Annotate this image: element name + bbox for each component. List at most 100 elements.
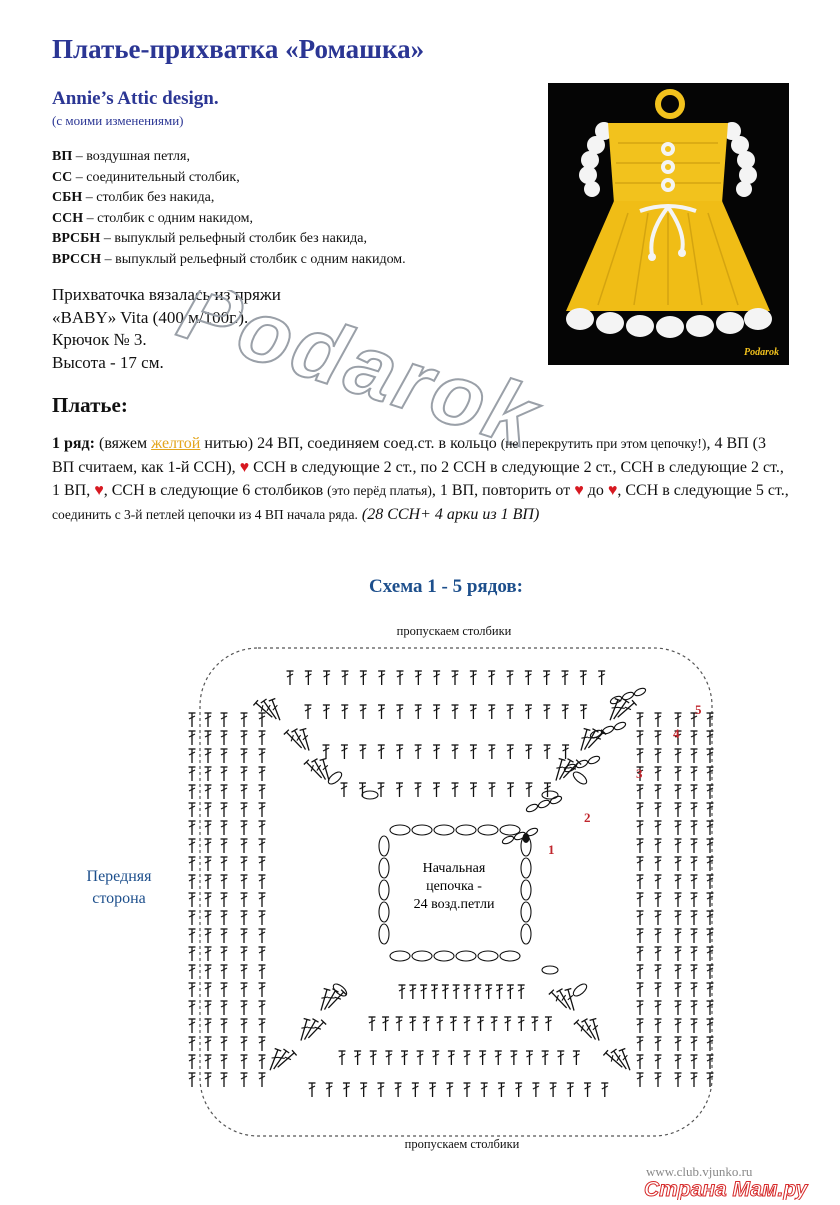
- stitch-symbol: [258, 856, 266, 871]
- chain-stitch: [477, 824, 499, 836]
- stitch-symbol: [544, 1016, 552, 1031]
- stitch-symbol: [451, 670, 459, 685]
- stitch-symbol: [543, 670, 551, 685]
- stitch-symbol: [654, 838, 662, 853]
- stitch-symbol: [258, 892, 266, 907]
- stitch-symbol: [451, 704, 459, 719]
- stitch-symbol: [490, 1016, 498, 1031]
- stitch-symbol: [654, 748, 662, 763]
- stitch-symbol: [690, 784, 698, 799]
- yellow-link[interactable]: желтой: [151, 435, 201, 452]
- stitch-symbol: [359, 670, 367, 685]
- stitch-symbol: [188, 784, 196, 799]
- stitch-symbol: [240, 910, 248, 925]
- stitch-symbol: [690, 874, 698, 889]
- stitch-symbol: [654, 910, 662, 925]
- row-text: , ССН в следующие 5 ст.,: [617, 482, 789, 499]
- stitch-symbol: [494, 1050, 502, 1065]
- stitch-symbol: [204, 964, 212, 979]
- stitch-symbol: [204, 892, 212, 907]
- stitch-symbol: [368, 1016, 376, 1031]
- stitch-symbol: [396, 782, 403, 797]
- stitch-symbol: [414, 782, 422, 797]
- stitch-symbol: [378, 704, 385, 719]
- yarn-line: Прихваточка вязалась из пряжи: [52, 285, 281, 304]
- heart-icon: ♥: [574, 482, 584, 499]
- stitch-symbol: [618, 1047, 631, 1071]
- stitch-symbol: [409, 1016, 417, 1031]
- row-text: до: [583, 482, 608, 499]
- stitch-symbol: [654, 712, 662, 727]
- stitch-symbol: [690, 910, 698, 925]
- stitch-symbol: [398, 984, 406, 999]
- stitch-symbol: [549, 1082, 557, 1097]
- stitch-symbol: [258, 1054, 266, 1069]
- stitch-symbol: [636, 964, 644, 979]
- stitch-symbol: [220, 874, 228, 889]
- heart-icon: ♥: [94, 482, 104, 499]
- stitch-symbol: [564, 987, 575, 1011]
- stitch-symbol: [258, 1000, 266, 1015]
- legend-abbr: СС: [52, 169, 73, 185]
- stitch-symbol: [258, 766, 266, 781]
- stitch-symbol: [354, 1050, 362, 1065]
- stitch-symbol: [325, 1082, 333, 1097]
- stitch-symbol: [674, 838, 682, 853]
- stitch-symbol: [543, 704, 551, 719]
- chain-stitch: [572, 983, 588, 997]
- stitch-symbol: [220, 892, 228, 907]
- stitch-symbol: [674, 748, 682, 763]
- stitch-symbol: [258, 820, 266, 835]
- stitch-symbol: [188, 874, 196, 889]
- stitch-symbol: [359, 744, 367, 759]
- stitch-symbol: [240, 748, 248, 763]
- stitch-symbol: [342, 1082, 350, 1097]
- stitch-symbol: [220, 784, 228, 799]
- stitch-symbol: [690, 802, 698, 817]
- stitch-symbol: [258, 874, 266, 889]
- stitch-symbol: [416, 1050, 424, 1065]
- stitch-symbol: [485, 984, 493, 999]
- stitch-symbol: [220, 820, 228, 835]
- row-text: , 1 ВП, повторить от: [431, 482, 575, 499]
- stitch-symbol: [359, 704, 367, 719]
- stitch-symbol: [377, 782, 385, 797]
- stitch-symbol: [601, 1082, 609, 1097]
- legend-text: – выпуклый рельефный столбик с одним нак…: [101, 251, 406, 267]
- stitch-symbol: [654, 784, 662, 799]
- stitch-symbol: [610, 1048, 627, 1070]
- stitch-symbol: [258, 946, 266, 961]
- stitch-symbol: [488, 782, 496, 797]
- row-number: 5: [695, 702, 702, 717]
- stitch-symbol: [690, 964, 698, 979]
- stitch-symbol: [204, 928, 212, 943]
- stitch-symbol: [706, 892, 714, 907]
- stitch-symbol: [320, 987, 331, 1011]
- stitch-symbol: [204, 1054, 212, 1069]
- stitch-symbol: [706, 820, 714, 835]
- stitch-symbol: [674, 730, 682, 745]
- stitch-symbol: [566, 1082, 574, 1097]
- stitch-symbol: [429, 1082, 437, 1097]
- stitch-symbol: [636, 1018, 644, 1033]
- stitch-symbol: [674, 946, 682, 961]
- stitch-symbol: [240, 820, 248, 835]
- stitch-symbol: [690, 946, 698, 961]
- stitch-symbol: [269, 1047, 282, 1071]
- stitch-symbol: [204, 982, 212, 997]
- stitch-symbol: [674, 1054, 682, 1069]
- chain-stitch: [541, 965, 559, 975]
- stitch-symbol: [531, 1016, 539, 1031]
- legend-abbr: ВРСБН: [52, 231, 101, 246]
- stitch-symbol: [477, 1016, 485, 1031]
- stitch-symbol: [188, 892, 196, 907]
- chain-stitch: [378, 923, 390, 945]
- chain-stitch: [378, 879, 390, 901]
- yarn-info: Прихваточка вязалась из пряжи «BABY» Vit…: [52, 284, 281, 374]
- stitch-symbol: [654, 928, 662, 943]
- chain-stitch: [589, 729, 603, 739]
- chain-stitch: [327, 771, 343, 785]
- hook-line: Крючок № 3.: [52, 330, 147, 349]
- stitch-symbol: [260, 698, 277, 720]
- stitch-symbol: [674, 892, 682, 907]
